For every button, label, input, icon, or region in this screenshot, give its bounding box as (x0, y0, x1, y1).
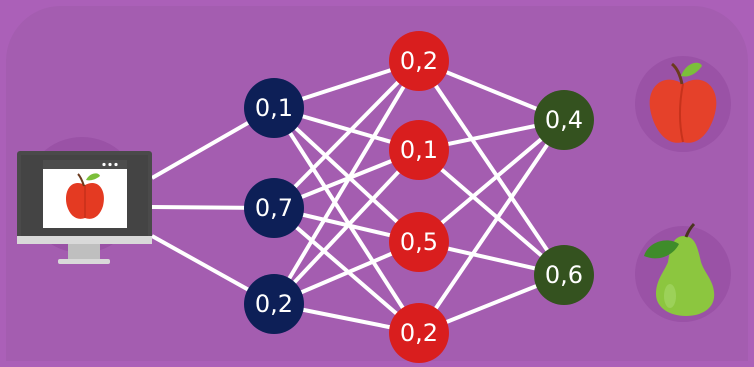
hidden2-node-value: 0,1 (400, 136, 438, 164)
hidden2-node-circle (389, 120, 449, 180)
hidden1-node: 0,7 (244, 178, 304, 238)
hidden2-node-circle (389, 212, 449, 272)
hidden2-node-circle (389, 31, 449, 91)
connection-edge (272, 106, 421, 244)
hidden2-node: 0,1 (389, 120, 449, 180)
hidden2-node-circle (389, 303, 449, 363)
connection-edge (272, 59, 421, 210)
connection-edge (272, 206, 421, 335)
hidden2-node-value: 0,5 (400, 228, 438, 256)
output-apple-icon (649, 62, 717, 143)
computer-monitor-icon (17, 151, 152, 264)
connection-edge (417, 118, 566, 244)
connection-edge (272, 59, 421, 306)
output-node-circle (534, 245, 594, 305)
connection-edge (417, 148, 566, 277)
hidden1-node-circle (244, 274, 304, 334)
output-node-circle (534, 90, 594, 150)
hidden1-node-value: 0,7 (255, 194, 293, 222)
connection-edge (272, 148, 421, 306)
hidden1-node: 0,1 (244, 78, 304, 138)
hidden1-node-circle (244, 78, 304, 138)
network-nodes: 0,1 0,7 0,2 0,2 0,1 0,5 0,2 0,4 0,6 (244, 31, 594, 363)
output-node-value: 0,4 (545, 106, 583, 134)
hidden1-node-value: 0,1 (255, 94, 293, 122)
output-node: 0,4 (534, 90, 594, 150)
apple-icon (66, 173, 104, 219)
output-node: 0,6 (534, 245, 594, 305)
hidden2-node: 0,5 (389, 212, 449, 272)
connection-edge (272, 106, 421, 335)
output-pear-icon (644, 222, 715, 316)
hidden1-node: 0,2 (244, 274, 304, 334)
connection-edge (417, 59, 566, 277)
hidden1-node-circle (244, 178, 304, 238)
hidden2-node-value: 0,2 (400, 47, 438, 75)
hidden1-node-value: 0,2 (255, 290, 293, 318)
hidden2-node-value: 0,2 (400, 319, 438, 347)
hidden2-node: 0,2 (389, 31, 449, 91)
output-node-value: 0,6 (545, 261, 583, 289)
connection-edge (417, 118, 566, 335)
hidden2-node: 0,2 (389, 303, 449, 363)
